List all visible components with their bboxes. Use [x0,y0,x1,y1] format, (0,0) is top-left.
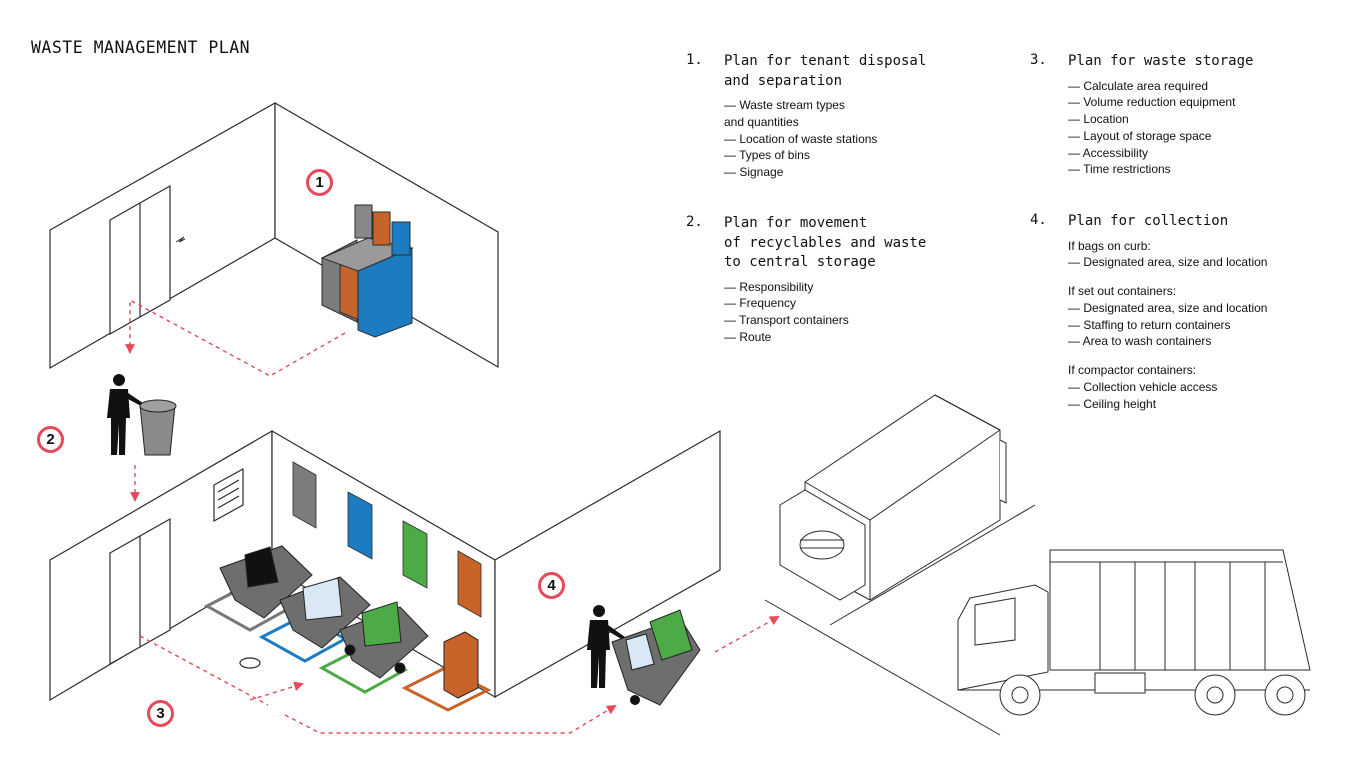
section-list: — Waste stream types and quantities — Lo… [724,97,986,181]
list-item: — Signage [724,165,784,180]
section-number: 1. [686,52,703,68]
list-item: — Area to wash containers [1068,334,1212,349]
list-item: — Types of bins [724,148,810,163]
section-list: — Designated area, size and location [1068,254,1350,271]
list-item: — Staffing to return containers [1068,317,1231,332]
page-title: WASTE MANAGEMENT PLAN [31,38,251,57]
list-item: — Calculate area required [1068,78,1209,93]
route-storage-3b [249,681,304,701]
step-marker-2: 2 [37,426,64,453]
list-item: — Transport containers [724,313,849,328]
tenant-bins [320,204,414,338]
person-with-cart [587,605,701,706]
list-item: — Route [724,329,772,344]
subheading-set-out-containers: If set out containers: [1068,284,1177,299]
section-collection: 4. Plan for collection If bags on curb: … [1030,212,1350,413]
list-item: — Location [1068,112,1129,127]
section-title: Plan for collection [1068,213,1229,229]
list-item: — Layout of storage space [1068,128,1212,143]
list-item: — Designated area, size and location [1068,300,1268,315]
list-item: — Location of waste stations [724,131,878,146]
list-item: — Time restrictions [1068,162,1171,177]
route-storage-to-pickup [284,704,617,734]
section-list: — Collection vehicle access — Ceiling he… [1068,379,1350,413]
section-number: 4. [1030,212,1047,228]
step-marker-3: 3 [147,700,174,727]
section-title: Plan for movement of recyclables and was… [724,215,927,270]
compactor-icon [779,394,1007,601]
section-number: 3. [1030,52,1047,68]
storage-room [49,429,721,702]
list-item: — Volume reduction equipment [1068,95,1236,110]
garbage-truck-icon [957,549,1311,716]
list-item: — Waste stream types and quantities [724,98,845,129]
section-title: Plan for tenant disposal and separation [724,53,927,89]
route-room1-to-cart [125,298,346,377]
storage-carts [219,545,479,699]
list-item: — Accessibility [1068,145,1149,160]
list-item: — Collection vehicle access [1068,380,1218,395]
subheading-compactor-containers: If compactor containers: [1068,363,1197,378]
section-movement: 2. Plan for movement of recyclables and … [686,214,986,346]
tenant-room [49,101,499,370]
section-number: 2. [686,214,703,230]
step-marker-1: 1 [306,169,333,196]
list-item: — Frequency [724,296,797,311]
list-item: — Ceiling height [1068,396,1157,411]
section-tenant-disposal: 1. Plan for tenant disposal and separati… [686,52,986,181]
person-with-bin [107,374,177,456]
list-item: — Responsibility [724,279,814,294]
route-storage-3 [139,635,269,706]
step-marker-4: 4 [538,572,565,599]
wall-signs [292,461,482,618]
route-to-collection [714,616,780,653]
section-title: Plan for waste storage [1068,53,1254,69]
section-storage: 3. Plan for waste storage — Calculate ar… [1030,52,1330,178]
subheading-bags-on-curb: If bags on curb: [1068,238,1151,253]
list-item: — Designated area, size and location [1068,255,1268,270]
curb-lines [764,504,1036,736]
section-list: — Responsibility — Frequency — Transport… [724,279,986,346]
section-list: — Designated area, size and location — S… [1068,300,1350,350]
section-list: — Calculate area required — Volume reduc… [1068,78,1330,179]
